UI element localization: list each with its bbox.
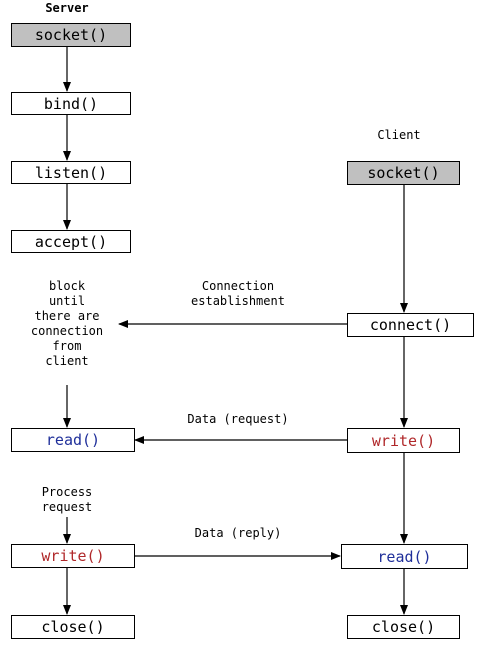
client-title: Client — [377, 128, 421, 142]
server-write-label: write() — [41, 547, 105, 565]
client-connect-box: connect() — [347, 313, 474, 337]
block-until-note: block until there are connection from cl… — [30, 279, 104, 368]
server-title: Server — [45, 1, 89, 15]
process-request-note: Process request — [41, 485, 93, 514]
client-write-box: write() — [347, 428, 460, 453]
server-bind-box: bind() — [11, 92, 131, 115]
server-listen-box: listen() — [11, 161, 131, 184]
client-close-box: close() — [347, 615, 460, 639]
data-request-label: Data (request) — [187, 412, 289, 426]
client-read-box: read() — [341, 544, 468, 569]
client-socket-box: socket() — [347, 161, 460, 185]
server-read-box: read() — [11, 428, 135, 452]
server-accept-box: accept() — [11, 230, 131, 253]
server-close-box: close() — [11, 615, 135, 639]
server-write-box: write() — [11, 544, 135, 568]
client-read-label: read() — [377, 547, 432, 566]
connection-establishment-label: Connection establishment — [191, 279, 285, 308]
client-write-label: write() — [371, 431, 436, 450]
server-socket-box: socket() — [11, 23, 131, 47]
server-read-label: read() — [45, 431, 101, 449]
data-reply-label: Data (reply) — [194, 526, 282, 540]
